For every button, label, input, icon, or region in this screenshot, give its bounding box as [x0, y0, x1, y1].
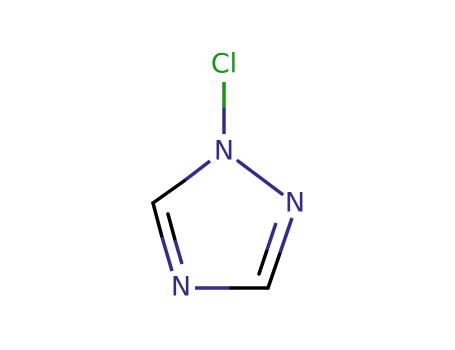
bond-c3-n2-inner-blue [265, 222, 278, 251]
atom-label-cl: Cl [211, 49, 237, 80]
bond-c3-n2-outer-black [266, 251, 282, 290]
bond-c3-n2-inner-black [257, 248, 269, 276]
bond-c5-n4-inner-black [166, 212, 177, 242]
bond-c5-n4-outer-black [151, 201, 164, 239]
bond-n1-c5-black [151, 179, 186, 205]
bond-c3-n2-outer-blue [278, 217, 294, 254]
atom-label-n1: N [214, 136, 234, 167]
atom-label-n2: N [285, 188, 305, 219]
bond-n1-n2 [236, 159, 284, 196]
bond-n1-c5-blue [182, 159, 212, 183]
bond-c5-n4-outer-blue [160, 236, 174, 272]
atom-label-n4: N [171, 272, 191, 303]
bond-c5-n4-inner-blue [173, 239, 184, 265]
